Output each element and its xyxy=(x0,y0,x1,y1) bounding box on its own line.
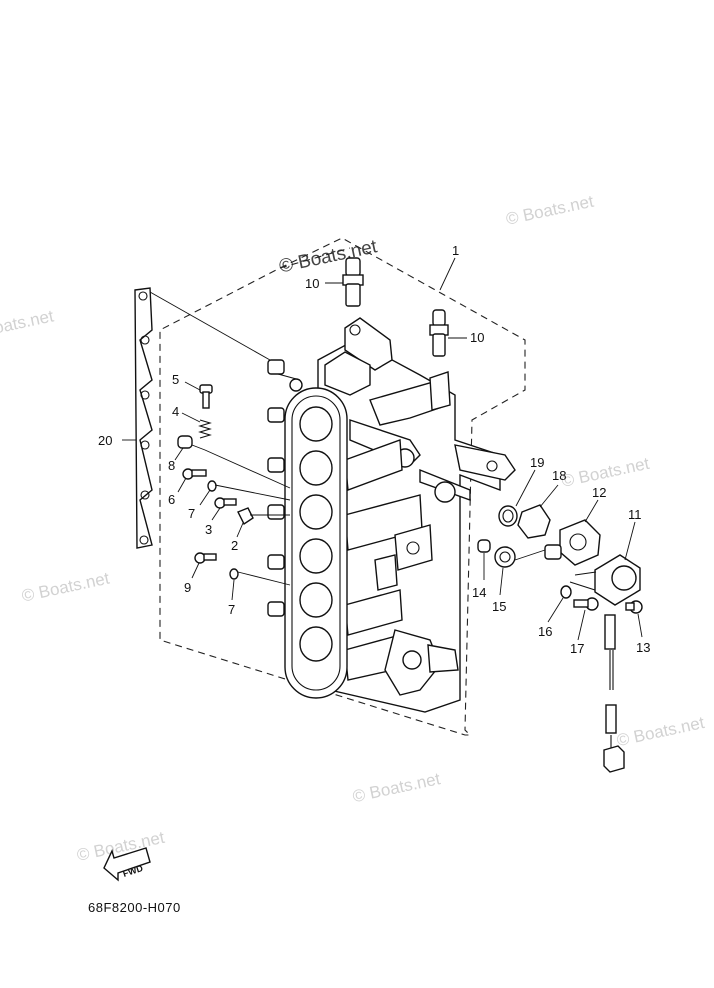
callout-7-upper: 7 xyxy=(188,506,195,521)
callout-18: 18 xyxy=(552,468,566,483)
assembly-outline-top xyxy=(279,247,351,269)
screw-9 xyxy=(191,552,217,579)
callout-11: 11 xyxy=(628,507,642,522)
watermark-text: © Boats.net xyxy=(504,192,595,229)
adapter-12 xyxy=(514,499,601,566)
fitting-10-right xyxy=(429,309,467,357)
spring-4 xyxy=(181,412,212,439)
collar-14 xyxy=(477,539,491,580)
gasket-strip xyxy=(122,287,271,549)
callout-5: 5 xyxy=(172,372,179,387)
callout-4: 4 xyxy=(172,404,179,419)
throttle-body-block xyxy=(317,317,516,713)
callout-14: 14 xyxy=(472,585,486,600)
callout-20: 20 xyxy=(98,433,112,448)
callout-1: 1 xyxy=(452,243,459,258)
callout-17: 17 xyxy=(570,641,584,656)
callout-6: 6 xyxy=(168,492,175,507)
callout-19: 19 xyxy=(530,455,544,470)
callout-3: 3 xyxy=(205,522,212,537)
callout-12: 12 xyxy=(592,485,606,500)
callout-13: 13 xyxy=(636,640,650,655)
callout-labels: 1 2 3 4 5 6 7 7 8 9 10 10 11 12 13 14 15… xyxy=(98,243,650,656)
watermark-main: © Boats.net xyxy=(277,236,379,277)
watermark-text: © Boats.net xyxy=(351,769,442,806)
watermark-text: © Boats.net xyxy=(0,306,56,343)
washer-7-lower xyxy=(229,568,291,601)
nozzle-set xyxy=(267,359,303,617)
callout-2: 2 xyxy=(231,538,238,553)
watermark-text: © Boats.net xyxy=(615,713,706,750)
screw-6 xyxy=(177,468,207,493)
watermark-text: © Boats.net xyxy=(20,569,111,606)
washer-16 xyxy=(547,585,572,623)
spring-19 xyxy=(498,469,536,527)
callout-16: 16 xyxy=(538,624,552,639)
callout-10-top: 10 xyxy=(305,276,319,291)
leader-1 xyxy=(439,257,456,291)
screw-13 xyxy=(625,600,643,638)
sensor-11 xyxy=(569,521,641,606)
callout-9: 9 xyxy=(184,580,191,595)
washer-7-upper xyxy=(199,480,291,506)
lever-18 xyxy=(517,484,559,539)
screw-17 xyxy=(573,597,599,641)
screw-3 xyxy=(211,497,237,521)
collar-8 xyxy=(174,435,291,489)
fitting-10-top xyxy=(325,257,364,307)
bore-face xyxy=(267,359,348,699)
sensor-wire xyxy=(603,614,625,773)
callout-7-lower: 7 xyxy=(228,602,235,617)
bracket-2 xyxy=(236,507,290,538)
diagram-code: 68F8200-H070 xyxy=(88,900,181,915)
bushing-15 xyxy=(494,546,516,596)
assembly-outline xyxy=(159,237,526,736)
callout-8: 8 xyxy=(168,458,175,473)
callout-10-right: 10 xyxy=(470,330,484,345)
screw-5 xyxy=(184,381,213,409)
callout-15: 15 xyxy=(492,599,506,614)
